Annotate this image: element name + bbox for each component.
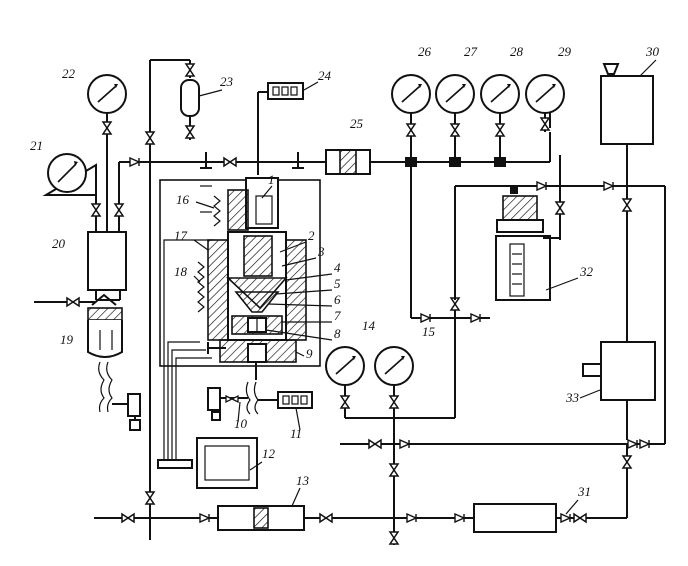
gauge-26 [391,74,431,162]
label-28: 28 [510,44,524,59]
label-7: 7 [334,308,341,323]
label-15: 15 [422,324,436,339]
label-23: 23 [220,74,234,89]
label-11: 11 [290,426,302,441]
label-6: 6 [334,292,341,307]
label-2: 2 [308,228,315,243]
pump-13 [217,505,305,531]
instrument-24 [257,82,304,175]
label-5: 5 [334,276,341,291]
label-13: 13 [296,473,310,488]
vessel-23 [180,60,200,140]
leader-lines [193,59,657,515]
label-14: 14 [362,318,376,333]
gauge-29 [525,74,565,132]
vessel-19 [87,293,141,431]
label-25: 25 [350,116,364,131]
label-27: 27 [464,44,478,59]
label-16: 16 [176,192,190,207]
label-1: 1 [268,172,275,187]
label-9: 9 [306,346,313,361]
label-21: 21 [30,138,43,153]
label-8: 8 [334,326,341,341]
gauge-27 [435,74,475,162]
device-10 [207,387,248,421]
label-3: 3 [317,244,325,259]
gauge-14 [325,346,365,418]
vessel-20 [87,231,127,301]
label-17: 17 [174,228,188,243]
label-19: 19 [60,332,74,347]
pump-25 [325,149,371,175]
label-32: 32 [579,264,594,279]
heater-33 [582,341,656,440]
label-31: 31 [577,484,591,499]
gauge-28 [480,74,520,162]
label-24: 24 [318,68,332,83]
instrument-11 [258,391,313,409]
filter-31 [473,503,557,533]
label-22: 22 [62,66,76,81]
gauge-21 [42,153,97,196]
gauge-15 [374,346,414,448]
label-12: 12 [262,446,276,461]
label-33: 33 [565,390,580,405]
reactor-cell [157,152,321,469]
flowmeter-32 [495,186,560,301]
label-group: 1 2 3 4 5 6 7 8 9 10 11 12 13 14 15 16 1… [30,44,660,499]
label-29: 29 [558,44,572,59]
label-10: 10 [234,416,248,431]
gauge-22 [87,74,127,148]
label-30: 30 [645,44,660,59]
label-4: 4 [334,260,341,275]
monitor-12 [196,437,258,489]
label-18: 18 [174,264,188,279]
label-20: 20 [52,236,66,251]
label-26: 26 [418,44,432,59]
